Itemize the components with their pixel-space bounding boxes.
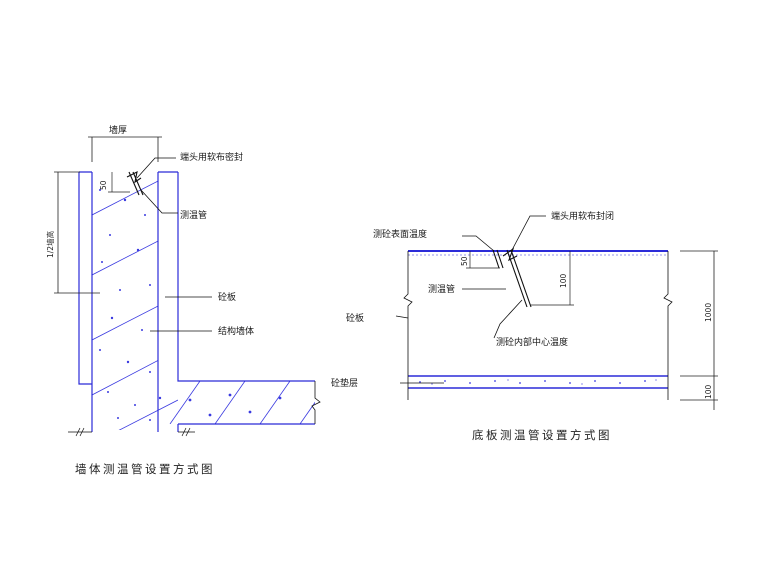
wall-aggregate-dots <box>99 189 162 421</box>
slab-section-drawing: 50 100 1000 100 测砼表面温度 端头用软布封闭 测温管 砼板 测砼… <box>331 210 718 442</box>
wall-pipe-label: 测温管 <box>180 209 207 221</box>
ground-tick-right <box>181 427 191 437</box>
wall-thickness-label: 墙厚 <box>109 124 127 136</box>
wall-concrete-label: 砼板 <box>218 291 236 303</box>
half-height-label: 1/2墙高 <box>45 230 55 258</box>
wall-leaders <box>136 157 212 332</box>
wall-seal-label: 端头用软布密封 <box>180 151 243 163</box>
slab-surface-depth-label: 50 <box>460 256 469 266</box>
slab-break-right <box>663 251 673 400</box>
wall-outline <box>78 171 315 432</box>
pipe-depth-label: 50 <box>99 180 108 190</box>
slab-seal-label: 端头用软布封闭 <box>551 210 614 222</box>
slab-center-pipe <box>502 247 532 308</box>
slab-leaders <box>395 215 546 384</box>
slab-thickness-label: 1000 <box>704 303 713 322</box>
wall-drawing-caption: 墙体测温管设置方式图 <box>75 462 215 476</box>
half-height-dimension <box>54 171 100 294</box>
pipe-depth-dimension <box>108 172 130 193</box>
slab-thickness-dimension <box>680 250 718 410</box>
cushion-label: 砼垫层 <box>331 377 358 389</box>
slab-center-temp-label: 测砼内部中心温度 <box>496 336 568 348</box>
slab-inner-dimensions <box>466 251 574 306</box>
slab-break-left <box>403 251 413 400</box>
wall-temperature-pipe <box>126 171 144 196</box>
cushion-hatch <box>419 379 657 385</box>
slab-drawing-caption: 底板测温管设置方式图 <box>472 428 612 442</box>
wall-section-drawing: 墙厚 1/2墙高 50 端头用软布密封 测温管 砼板 <box>45 124 321 476</box>
ground-tick-left <box>75 427 85 437</box>
slab-concrete-label: 砼板 <box>346 312 364 324</box>
wall-concrete-hatch <box>92 179 178 430</box>
slab-surface-pipe <box>492 249 504 269</box>
wall-structure-label: 结构墙体 <box>218 325 254 337</box>
slab-concrete-hatch <box>169 381 315 424</box>
slab-surface-temp-label: 测砼表面温度 <box>373 228 427 240</box>
slab-center-depth-label: 100 <box>559 273 568 288</box>
slab-break-symbol <box>311 381 321 424</box>
slab-pipe-label: 测温管 <box>428 283 455 295</box>
cushion-thickness-label: 100 <box>704 384 713 399</box>
wall-thickness-dimension <box>88 136 162 162</box>
